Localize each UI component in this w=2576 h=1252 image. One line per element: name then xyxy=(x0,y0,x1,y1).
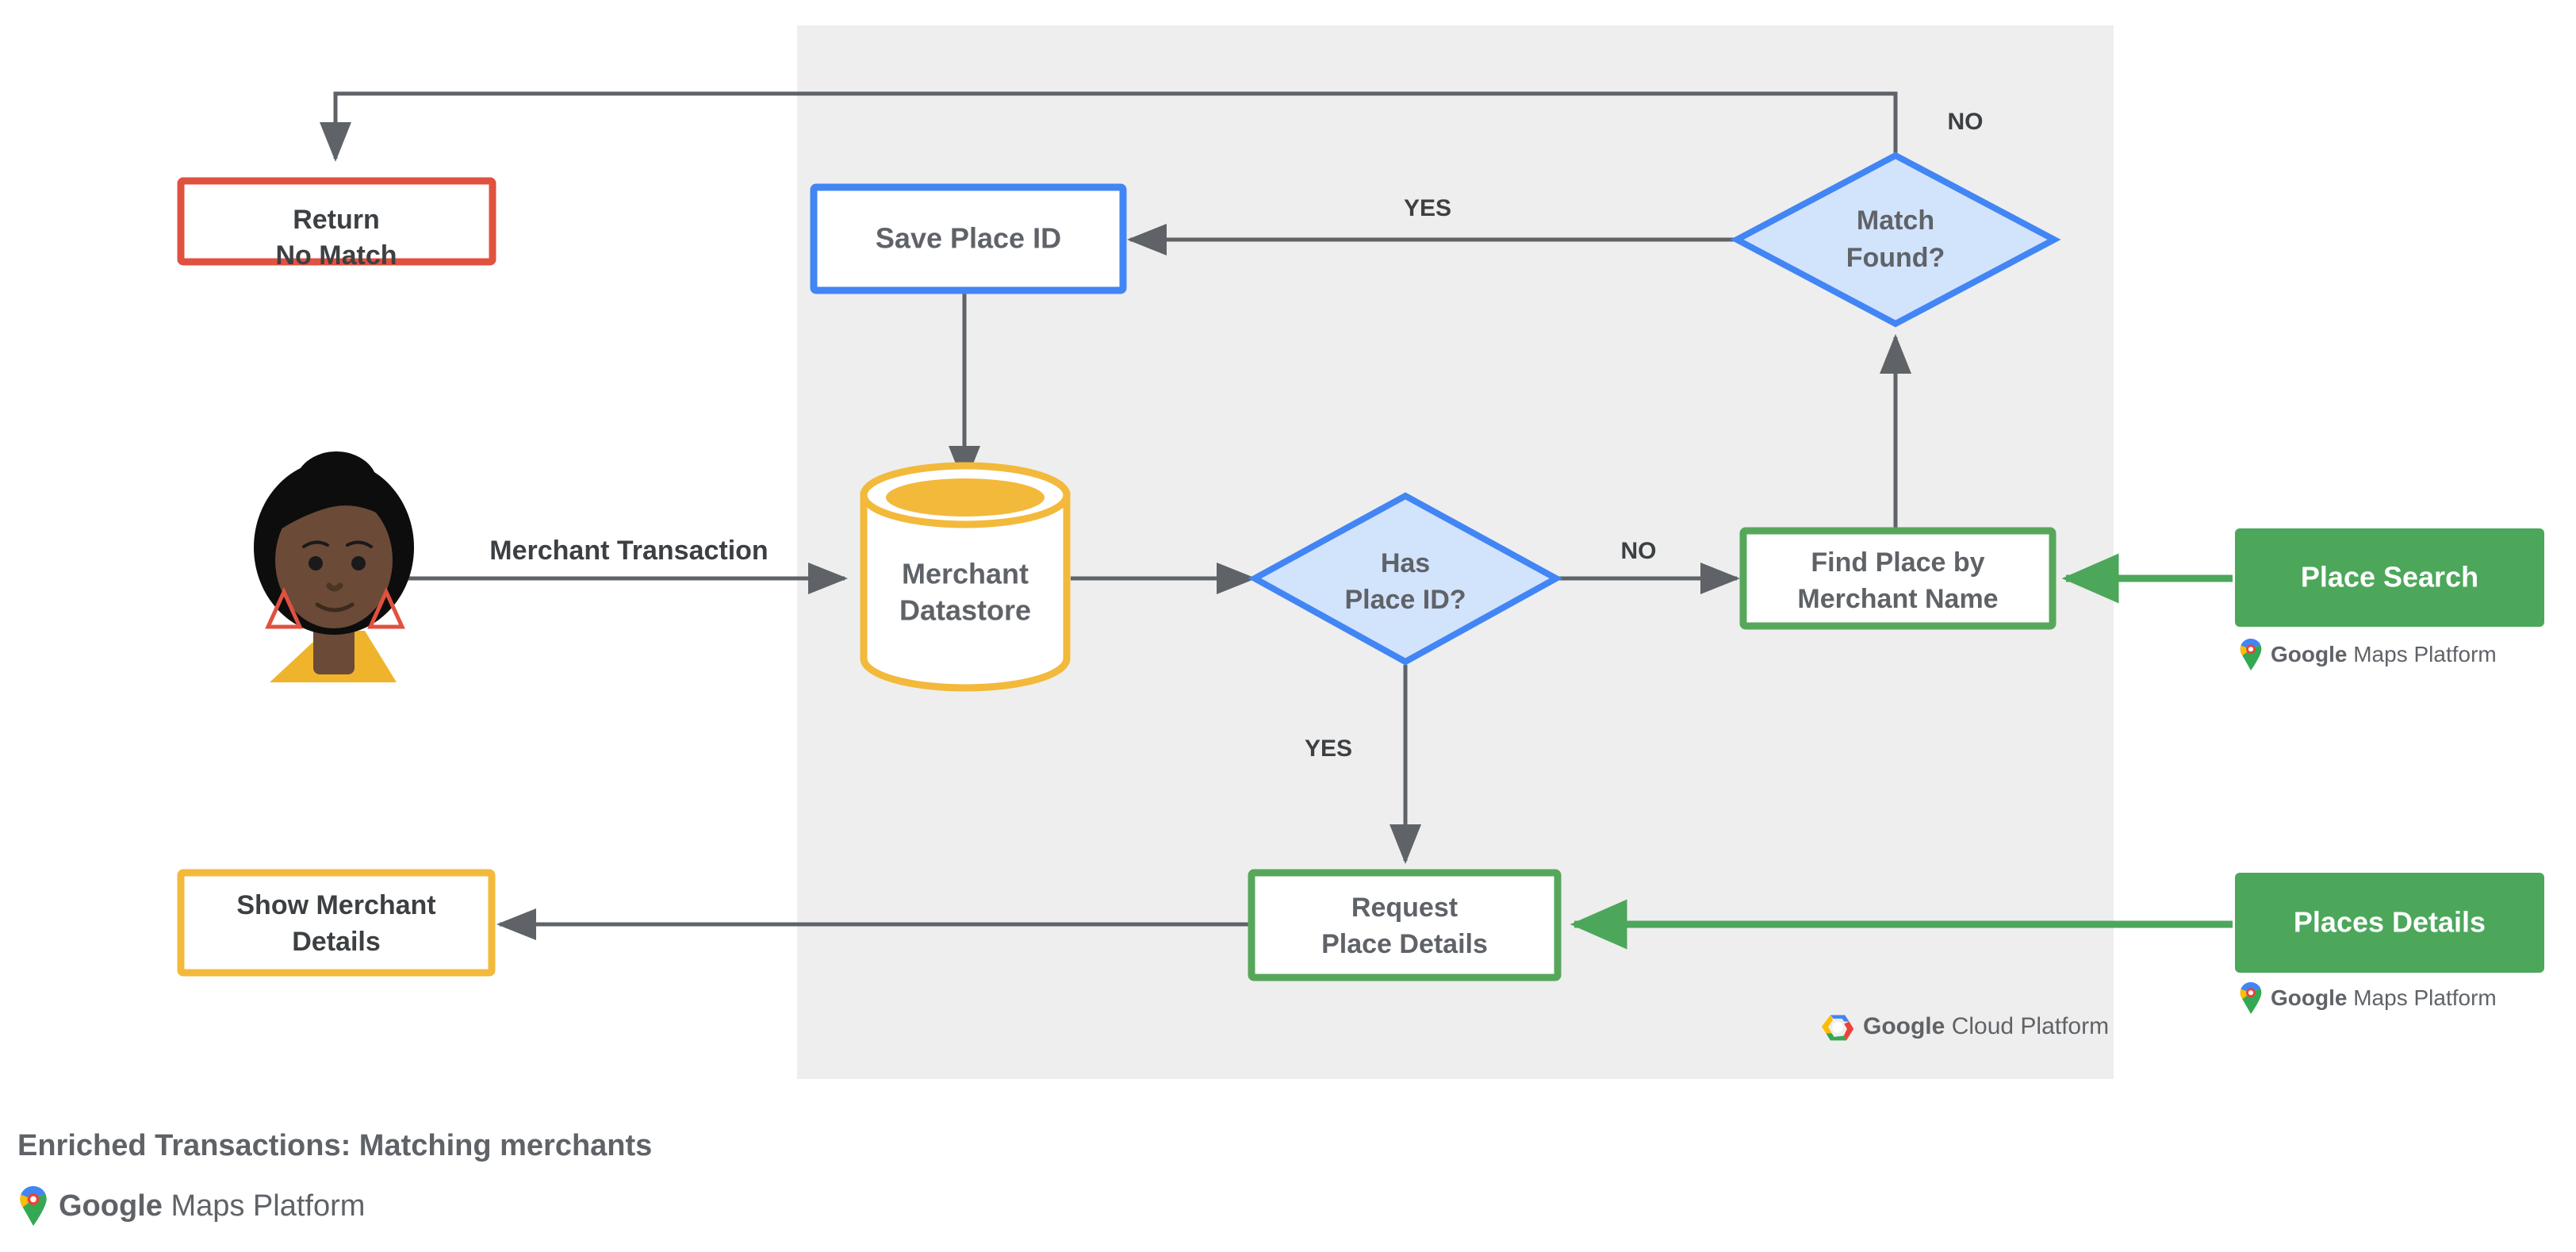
node-match-found-line2: Found? xyxy=(1846,243,1945,273)
edge-label-merchant-transaction: Merchant Transaction xyxy=(489,536,768,566)
places-details-gmp-wordmark: Google Maps Platform xyxy=(2271,985,2497,1011)
node-request-details[interactable]: Request Place Details xyxy=(1248,869,1562,981)
node-places-details[interactable]: Places Details xyxy=(2235,873,2544,973)
node-places-details-label: Places Details xyxy=(2294,906,2486,939)
gmp-product-1: Maps Platform xyxy=(2353,642,2497,666)
edge-label-match-found-yes: YES xyxy=(1404,195,1451,221)
avatar-hair-fringe xyxy=(275,470,396,533)
footer-gmp-brand: Google xyxy=(59,1189,163,1223)
avatar-face xyxy=(275,492,393,628)
merchant-customer-avatar xyxy=(254,451,414,682)
footer-gmp-logo: Google Maps Platform xyxy=(17,1186,365,1226)
place-search-gmp-wordmark: Google Maps Platform xyxy=(2271,642,2497,667)
gmp-product-2: Maps Platform xyxy=(2353,985,2497,1010)
avatar-eye-left xyxy=(309,556,323,570)
node-save-place-id[interactable]: Save Place ID xyxy=(810,183,1127,294)
gcp-product: Cloud Platform xyxy=(1951,1013,2110,1039)
node-return-no-match-line1: Return xyxy=(293,205,380,235)
edge-label-match-found-no: NO xyxy=(1948,109,1984,135)
avatar-earring-left xyxy=(265,586,303,629)
footer-gmp-product: Maps Platform xyxy=(171,1189,366,1223)
google-cloud-platform-wordmark: Google Cloud Platform xyxy=(1863,1013,2109,1040)
node-return-no-match-line2: No Match xyxy=(276,240,397,271)
node-place-search-label: Place Search xyxy=(2301,561,2478,593)
google-cloud-hexagon-icon xyxy=(1821,1015,1854,1041)
gmp-brand-1: Google xyxy=(2271,642,2348,666)
gmp-brand-2: Google xyxy=(2271,985,2348,1010)
node-merchant-datastore[interactable]: Merchant Datastore xyxy=(860,462,1071,692)
edge-match-found-no xyxy=(320,91,1898,163)
node-show-merchant-line1: Show Merchant xyxy=(236,890,435,920)
node-merchant-datastore-line1: Merchant xyxy=(902,558,1029,590)
node-find-place[interactable]: Find Place by Merchant Name xyxy=(1739,527,2057,630)
node-match-found[interactable]: Match Found? xyxy=(1730,152,2061,328)
avatar-brow-left xyxy=(302,540,329,548)
node-find-place-line1: Find Place by xyxy=(1811,547,1984,578)
google-maps-pin-icon xyxy=(2240,982,2262,1014)
node-place-search[interactable]: Place Search xyxy=(2235,528,2544,627)
avatar-nose xyxy=(326,582,343,592)
gcp-brand: Google xyxy=(1863,1013,1945,1039)
node-save-place-id-label: Save Place ID xyxy=(876,222,1061,255)
edge-label-has-place-id-yes: YES xyxy=(1305,735,1352,762)
node-match-found-line1: Match xyxy=(1857,205,1934,236)
places-details-gmp-logo: Google Maps Platform xyxy=(2238,982,2497,1014)
diagram-caption: Enriched Transactions: Matching merchant… xyxy=(17,1129,653,1162)
google-maps-pin-icon xyxy=(2240,639,2262,670)
google-cloud-platform-logo: Google Cloud Platform xyxy=(1820,1009,2109,1044)
datastore-top-fill xyxy=(886,478,1045,517)
edge-label-has-place-id-no: NO xyxy=(1621,538,1657,564)
avatar-earring-right xyxy=(367,586,405,629)
avatar-brow-right xyxy=(346,540,373,548)
google-maps-pin-icon xyxy=(20,1186,47,1226)
node-has-place-id-line2: Place ID? xyxy=(1344,585,1466,615)
node-request-details-line2: Place Details xyxy=(1321,929,1488,959)
avatar-mouth xyxy=(315,602,355,613)
node-show-merchant[interactable]: Show Merchant Details xyxy=(177,869,496,977)
avatar-eye-right xyxy=(351,556,366,570)
node-show-merchant-line2: Details xyxy=(292,927,381,957)
node-has-place-id-line1: Has xyxy=(1381,548,1430,578)
place-search-gmp-logo: Google Maps Platform xyxy=(2238,639,2497,670)
node-request-details-line1: Request xyxy=(1351,893,1458,923)
node-find-place-line2: Merchant Name xyxy=(1797,584,1998,614)
footer-gmp-wordmark: Google Maps Platform xyxy=(59,1189,365,1223)
node-has-place-id[interactable]: Has Place ID? xyxy=(1248,492,1563,666)
node-merchant-datastore-line2: Datastore xyxy=(899,594,1031,627)
node-return-no-match[interactable]: Return No Match xyxy=(177,177,496,271)
